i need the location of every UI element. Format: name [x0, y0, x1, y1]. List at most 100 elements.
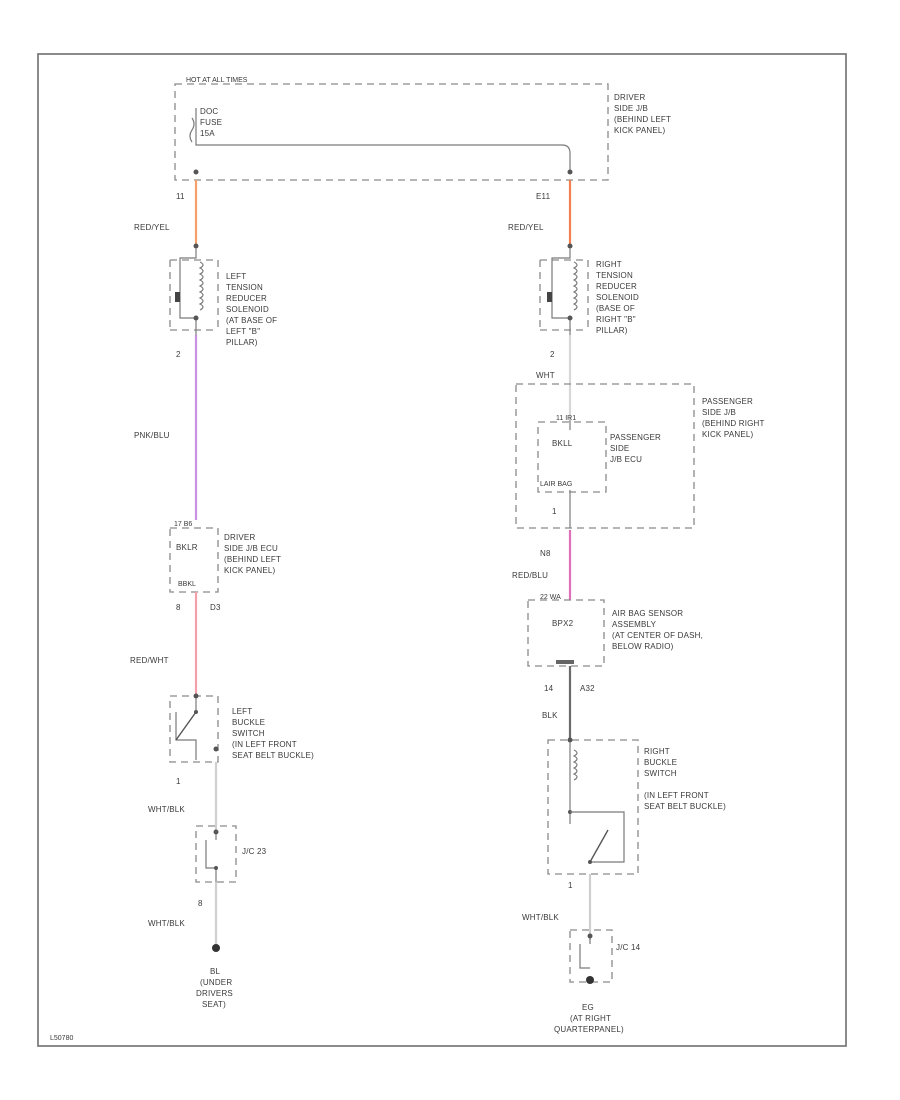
fuse-label-2: FUSE: [200, 118, 222, 127]
fuse-label-1: DOC: [200, 107, 218, 116]
pass-jb-label-3: (BEHIND RIGHT: [702, 419, 765, 428]
left-buckle-label-2: BUCKLE: [232, 718, 265, 727]
svg-text:FUSE: FUSE: [200, 118, 222, 127]
pin-left-top: 11: [176, 192, 185, 201]
driver-jb-ecu: 17 B6 BKLR BBKL DRIVER SIDE J/B ECU (BEH…: [169, 521, 281, 593]
left-buckle-label-5: SEAT BELT BUCKLE): [232, 751, 314, 760]
wire-label-right-blk: BLK: [542, 711, 558, 720]
left-buckle-switch: LEFT BUCKLE SWITCH (IN LEFT FRONT SEAT B…: [169, 693, 314, 763]
pass-ecu-pins-top: 11 IR1: [556, 415, 576, 422]
right-buckle-switch: RIGHT BUCKLE SWITCH (IN LEFT FRONT SEAT …: [547, 737, 726, 875]
airbag-label-1: AIR BAG SENSOR: [612, 609, 683, 618]
left-sol-label-4: SOLENOID: [226, 305, 269, 314]
pass-jb-label-1: PASSENGER: [702, 397, 753, 406]
pin-left-buckle: 1: [176, 777, 181, 786]
pass-pin-bottom: 1: [552, 507, 557, 516]
right-tension-reducer-solenoid: RIGHT TENSION REDUCER SOLENOID (BASE OF …: [539, 243, 639, 335]
pin-right-buckle: 1: [568, 881, 573, 890]
wire-label-right-mid: WHT: [536, 371, 555, 380]
left-sol-label-1: LEFT: [226, 272, 246, 281]
driver-ecu-pins-bottom: BBKL: [178, 581, 196, 588]
hot-label: HOT AT ALL TIMES: [186, 77, 248, 84]
wire-label-left-top: RED/YEL: [134, 223, 170, 232]
driver-ecu-pins-top: 17 B6: [174, 521, 192, 528]
right-buckle-label-2: BUCKLE: [644, 758, 677, 767]
left-sol-label-7: PILLAR): [226, 338, 258, 347]
right-sol-label-6: RIGHT "B": [596, 315, 636, 324]
figure-id: L50780: [50, 1035, 73, 1042]
left-sol-label-2: TENSION: [226, 283, 263, 292]
pass-ecu-label-3: J/B ECU: [610, 455, 642, 464]
driver-jb-label-2: SIDE J/B: [614, 104, 648, 113]
left-sol-label-5: (AT BASE OF: [226, 316, 277, 325]
ground-left: BL (UNDER DRIVERS SEAT): [196, 944, 233, 1009]
ground-right: EG (AT RIGHT QUARTERPANEL): [554, 1003, 624, 1034]
wire-label-left-mid: PNK/BLU: [134, 431, 170, 440]
right-buckle-label-1: RIGHT: [644, 747, 670, 756]
driver-ecu-label-3: (BEHIND LEFT: [224, 555, 281, 564]
junction-connector-14: J/C 14: [569, 929, 641, 984]
driver-ecu-label-4: KICK PANEL): [224, 566, 276, 575]
driver-ecu-label-1: DRIVER: [224, 533, 255, 542]
left-buckle-label-3: SWITCH: [232, 729, 265, 738]
right-buckle-label-3: SWITCH: [644, 769, 677, 778]
right-sol-label-2: TENSION: [596, 271, 633, 280]
right-sol-label-7: PILLAR): [596, 326, 628, 335]
ground-right-label-1: EG: [582, 1003, 594, 1012]
pass-jb-label-2: SIDE J/B: [702, 408, 736, 417]
pin-right-sol-bottom: 2: [550, 350, 555, 359]
pass-jb-label-4: KICK PANEL): [702, 430, 754, 439]
jc-right-label: J/C 14: [616, 943, 641, 952]
diagram-frame: [37, 53, 847, 1047]
driver-jb-label-3: (BEHIND LEFT: [614, 115, 671, 124]
left-tension-reducer-solenoid: LEFT TENSION REDUCER SOLENOID (AT BASE O…: [169, 243, 277, 347]
airbag-inner: BPX2: [552, 619, 574, 628]
right-sol-label-4: SOLENOID: [596, 293, 639, 302]
driver-jb-label-4: KICK PANEL): [614, 126, 666, 135]
left-sol-label-6: LEFT "B": [226, 327, 260, 336]
airbag-label-4: BELOW RADIO): [612, 642, 674, 651]
passenger-junction-block: 11 IR1 BKLL LAIR BAG PASSENGER SIDE J/B …: [515, 383, 765, 529]
ground-right-label-2: (AT RIGHT: [570, 1014, 611, 1023]
wire-label-left-wb2: WHT/BLK: [148, 919, 185, 928]
wire-label-right-lower: RED/BLU: [512, 571, 548, 580]
left-buckle-label-1: LEFT: [232, 707, 252, 716]
wire-label-left-lower: RED/WHT: [130, 656, 169, 665]
pin-right-ecu-bottom: N8: [540, 549, 551, 558]
pass-ecu-label-1: PASSENGER: [610, 433, 661, 442]
airbag-pin-b: A32: [580, 684, 595, 693]
jc-left-label: J/C 23: [242, 847, 267, 856]
airbag-label-2: ASSEMBLY: [612, 620, 657, 629]
left-sol-label-3: REDUCER: [226, 294, 267, 303]
ground-left-label-1: BL: [210, 967, 221, 976]
right-sol-label-5: (BASE OF: [596, 304, 635, 313]
pin-left-jc: 8: [198, 899, 203, 908]
fuse-label-3: 15A: [200, 129, 215, 138]
svg-text:15A: 15A: [200, 129, 215, 138]
right-buckle-label-4: (IN LEFT FRONT: [644, 791, 709, 800]
pin-left-ecu-b: D3: [210, 603, 221, 612]
wire-label-right-wb: WHT/BLK: [522, 913, 559, 922]
right-sol-label-3: REDUCER: [596, 282, 637, 291]
ground-left-label-2: (UNDER: [200, 978, 232, 987]
junction-connector-23: J/C 23: [195, 825, 267, 900]
ground-left-label-4: SEAT): [202, 1000, 226, 1009]
right-sol-label-1: RIGHT: [596, 260, 622, 269]
airbag-pin-a: 14: [544, 684, 554, 693]
driver-jb-label-1: DRIVER: [614, 93, 645, 102]
driver-ecu-label-2: SIDE J/B ECU: [224, 544, 278, 553]
pass-ecu-inner: BKLL: [552, 439, 573, 448]
pin-right-top: E11: [536, 192, 551, 201]
pass-ecu-label-2: SIDE: [610, 444, 629, 453]
wire-label-left-wb1: WHT/BLK: [148, 805, 185, 814]
airbag-pins-top: 22 WA: [540, 594, 561, 601]
left-buckle-label-4: (IN LEFT FRONT: [232, 740, 297, 749]
ground-left-label-3: DRIVERS: [196, 989, 233, 998]
wire-label-right-top: RED/YEL: [508, 223, 544, 232]
svg-text:DOC: DOC: [200, 107, 218, 116]
driver-junction-block: HOT AT ALL TIMES DOC FUSE 15A DRIVER SID…: [174, 77, 671, 181]
pin-left-sol-bottom: 2: [176, 350, 181, 359]
airbag-label-3: (AT CENTER OF DASH,: [612, 631, 703, 640]
pass-ecu-pins-bottom: LAIR BAG: [540, 481, 572, 488]
